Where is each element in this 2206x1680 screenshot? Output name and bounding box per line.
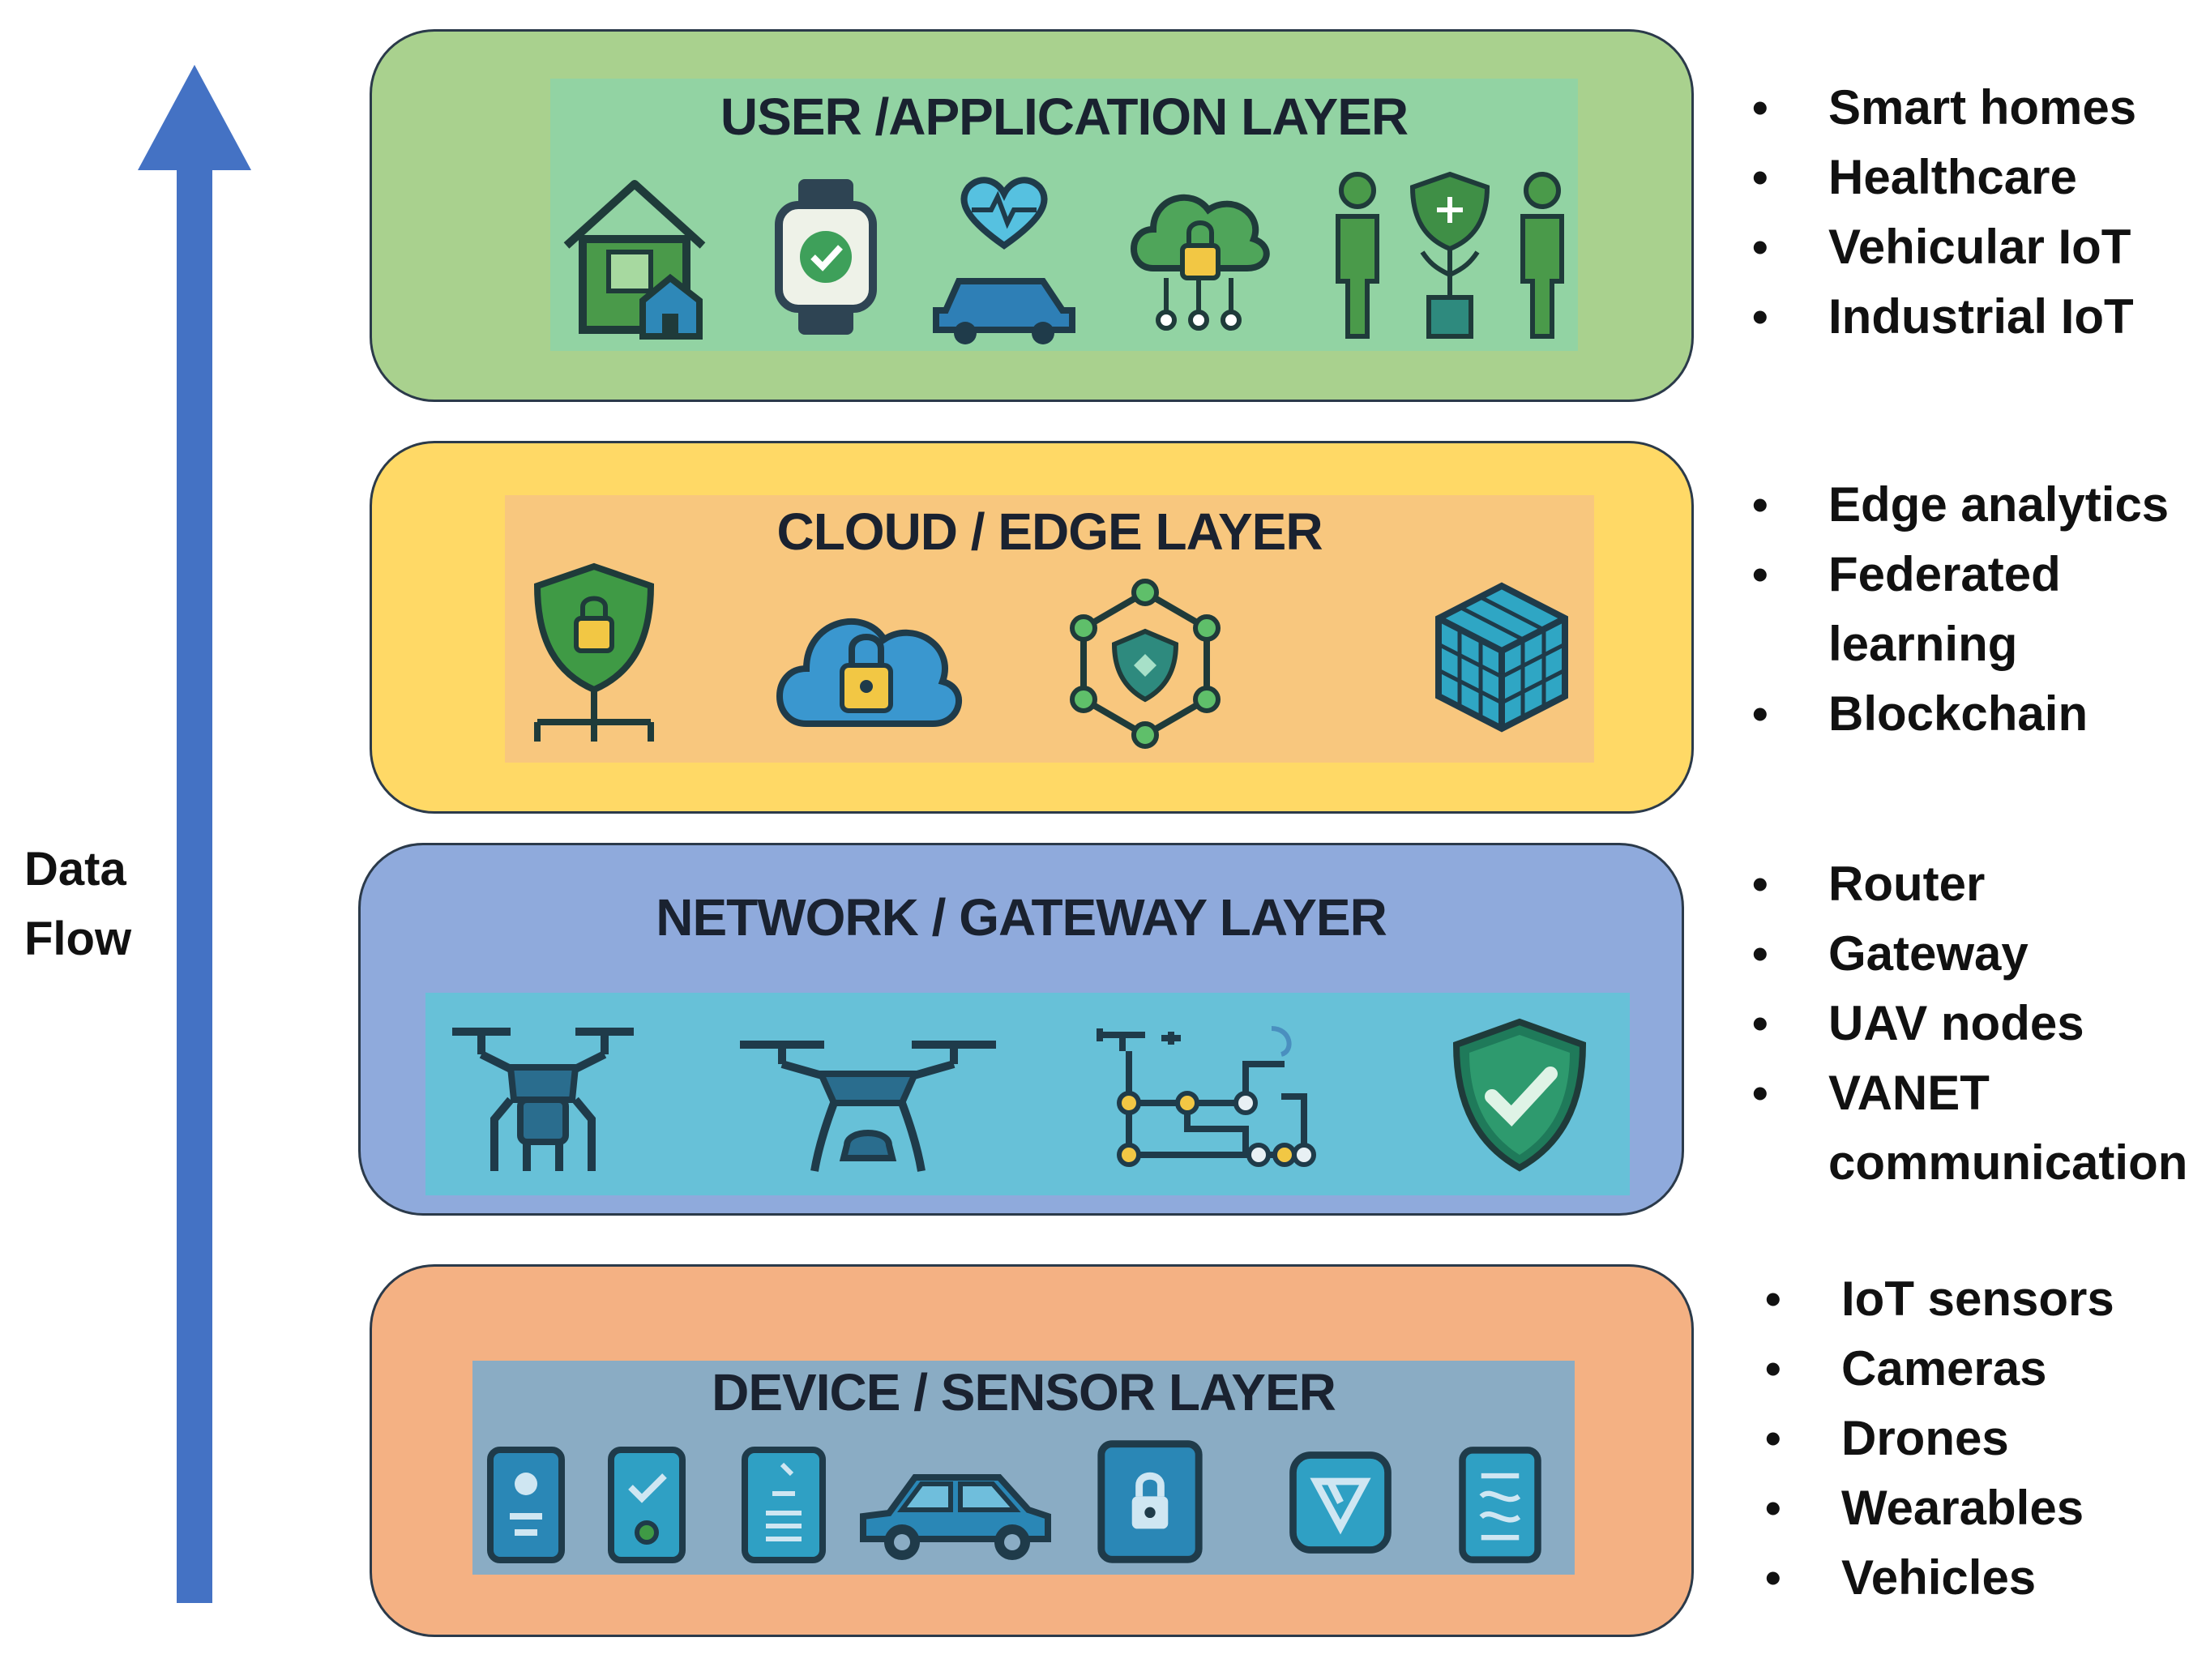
user-layer-bullets: Smart homes Healthcare Vehicular IoT Ind… bbox=[1752, 73, 2136, 352]
cloud-secure-icon bbox=[764, 584, 967, 738]
bullet-item: Blockchain bbox=[1752, 679, 2169, 749]
cloud-layer-title: CLOUD / EDGE LAYER bbox=[776, 502, 1323, 561]
bullet-item: Drones bbox=[1765, 1404, 2114, 1473]
shield-lock-node-icon bbox=[521, 560, 667, 755]
drone-icon bbox=[733, 1032, 1001, 1178]
device-layer-title: DEVICE / SENSOR LAYER bbox=[712, 1363, 1336, 1421]
people-shield-icon bbox=[1328, 168, 1571, 346]
cloud-edge-layer: CLOUD / EDGE LAYER bbox=[370, 441, 1694, 814]
user-layer-title: USER /APPLICATION LAYER bbox=[720, 88, 1409, 146]
cloud-layer-panel: CLOUD / EDGE LAYER bbox=[505, 495, 1594, 763]
house-icon bbox=[554, 168, 716, 346]
hex-network-icon bbox=[1056, 576, 1234, 755]
bullet-item: Gateway bbox=[1752, 919, 2187, 989]
triangle-sensor-icon bbox=[1288, 1450, 1393, 1555]
network-layer-bullets: Router Gateway UAV nodes VANET communica… bbox=[1752, 849, 2187, 1198]
network-gateway-layer: NETWORK / GATEWAY LAYER bbox=[358, 843, 1684, 1216]
bullet-item: Vehicular IoT bbox=[1752, 212, 2136, 282]
arrow-head bbox=[138, 65, 251, 170]
check-sensor-icon bbox=[602, 1445, 691, 1565]
lock-sensor-icon bbox=[1095, 1438, 1205, 1565]
wave-sensor-icon bbox=[1455, 1445, 1545, 1565]
network-layer-panel bbox=[425, 993, 1630, 1195]
user-layer-panel: USER /APPLICATION LAYER bbox=[550, 79, 1578, 351]
quadcopter-icon bbox=[446, 1015, 640, 1178]
device-sensor-layer: DEVICE / SENSOR LAYER bbox=[370, 1264, 1694, 1637]
bullet-item: Wearables bbox=[1765, 1473, 2114, 1543]
car-icon bbox=[853, 1458, 1056, 1563]
bullet-item: VANET bbox=[1752, 1058, 2187, 1128]
cube-icon bbox=[1429, 576, 1575, 738]
network-layer-title: NETWORK / GATEWAY LAYER bbox=[656, 888, 1387, 947]
user-application-layer: USER /APPLICATION LAYER bbox=[370, 29, 1694, 402]
bullet-item-continuation: learning bbox=[1828, 617, 2018, 671]
document-sensor-icon bbox=[735, 1445, 832, 1565]
bullet-item: UAV nodes bbox=[1752, 989, 2187, 1058]
data-flow-arrow bbox=[138, 65, 251, 1605]
bullet-item: Federated bbox=[1752, 540, 2169, 609]
device-layer-bullets: IoT sensors Cameras Drones Wearables Veh… bbox=[1765, 1264, 2114, 1613]
bullet-item: Cameras bbox=[1765, 1334, 2114, 1404]
data-flow-label: Data Flow bbox=[24, 843, 132, 965]
cloud-lock-icon bbox=[1118, 168, 1280, 346]
arrow-shaft bbox=[177, 169, 212, 1603]
smartwatch-icon bbox=[769, 176, 883, 338]
bullet-item: Healthcare bbox=[1752, 143, 2136, 212]
circuit-network-icon bbox=[1090, 1015, 1333, 1178]
heart-car-icon bbox=[923, 168, 1085, 346]
bullet-item: Smart homes bbox=[1752, 73, 2136, 143]
cloud-layer-bullets: Edge analytics Federated learning Blockc… bbox=[1752, 470, 2169, 749]
bullet-item: Vehicles bbox=[1765, 1543, 2114, 1613]
sensor-icon bbox=[485, 1445, 566, 1565]
bullet-item-continuation: communication bbox=[1828, 1135, 2188, 1190]
device-layer-panel: DEVICE / SENSOR LAYER bbox=[472, 1361, 1575, 1575]
bullet-item: Industrial IoT bbox=[1752, 282, 2136, 352]
bullet-item: IoT sensors bbox=[1765, 1264, 2114, 1334]
bullet-item: Router bbox=[1752, 849, 2187, 919]
shield-check-icon bbox=[1447, 1015, 1593, 1178]
bullet-item: Edge analytics bbox=[1752, 470, 2169, 540]
